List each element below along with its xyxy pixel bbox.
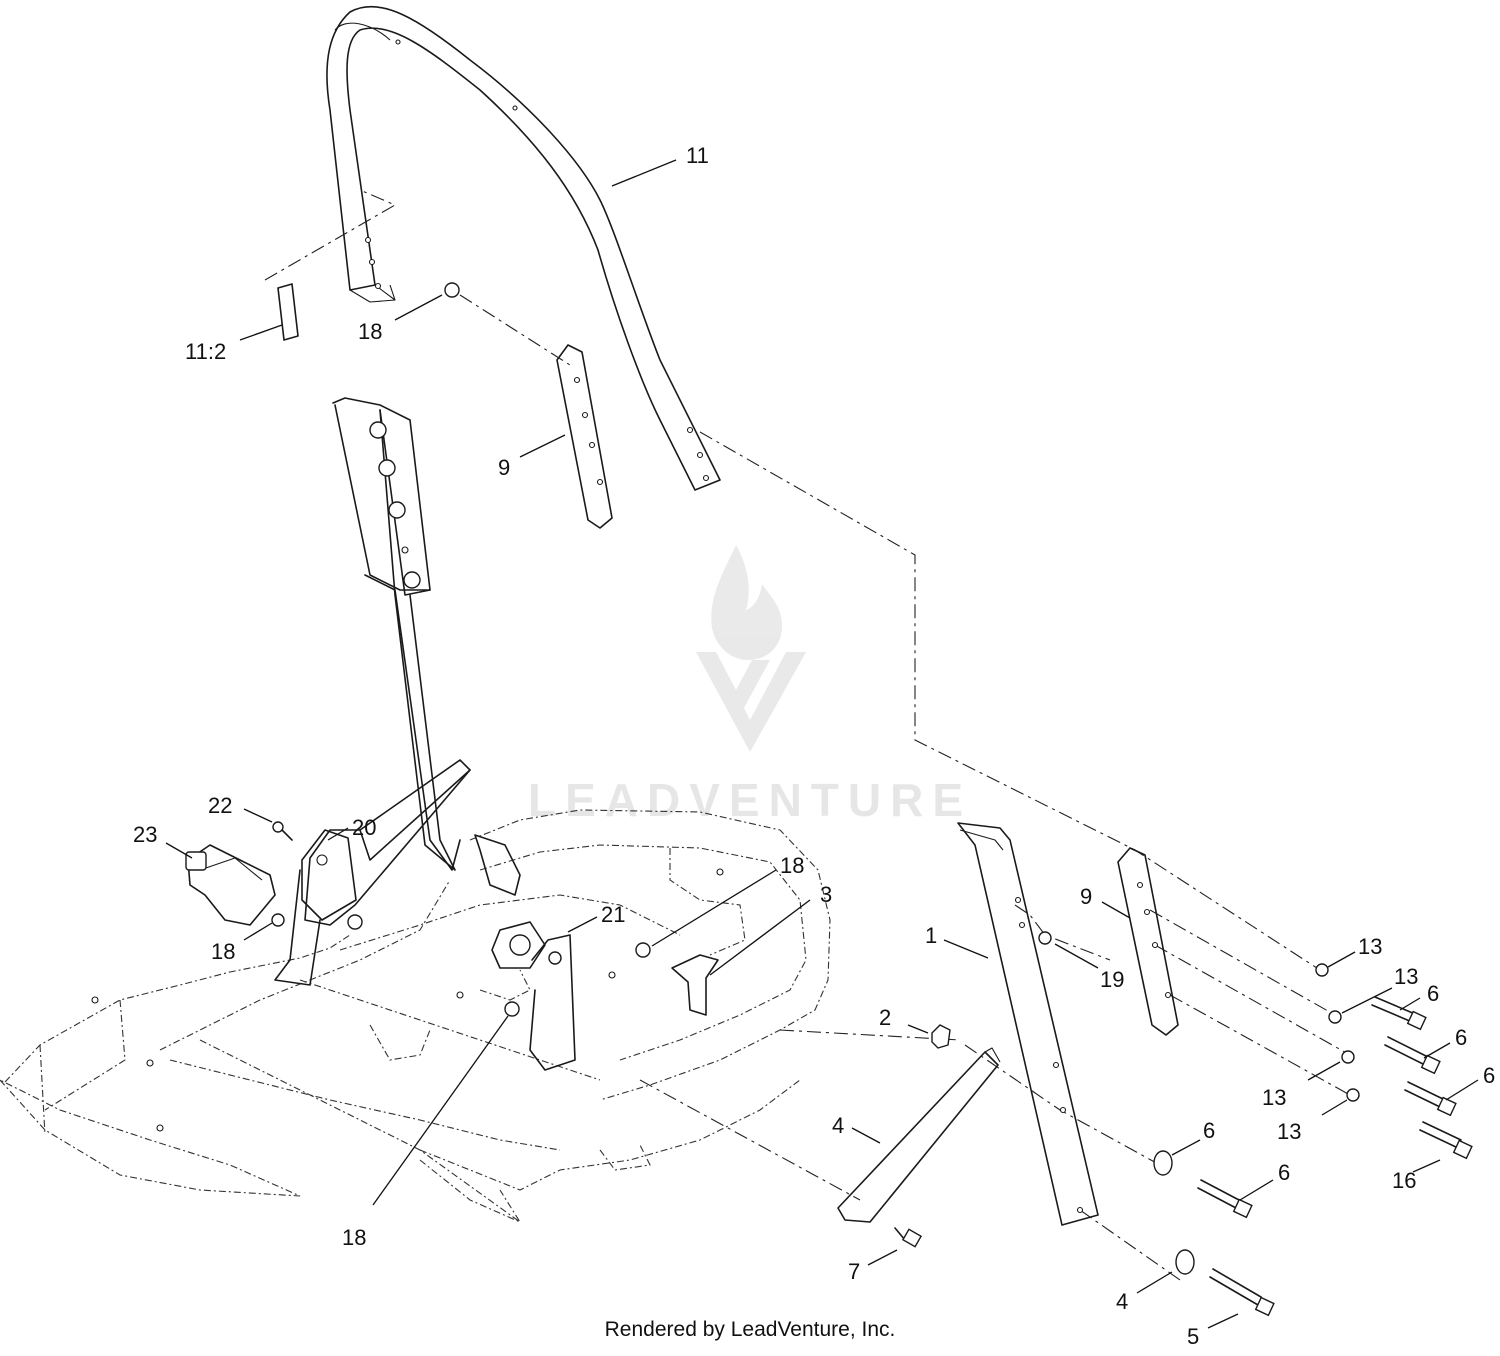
callout-7: 7 — [848, 1259, 860, 1284]
part-22-bolt — [272, 821, 293, 841]
part-18-nut-right — [635, 942, 651, 958]
part-21-retractor — [491, 921, 576, 1071]
part-13-washer-d — [1346, 1088, 1360, 1102]
callouts: 11 11:2 18 9 22 20 23 18 18 21 3 18 1 19… — [133, 143, 1495, 1349]
callout-4-b: 4 — [1116, 1289, 1128, 1314]
callout-22: 22 — [208, 793, 232, 818]
callout-4-a: 6 — [1203, 1118, 1215, 1143]
callout-18-left: 18 — [211, 939, 235, 964]
part-18-nut-top — [444, 282, 460, 298]
callout-3: 3 — [820, 882, 832, 907]
part-9-plate-upper — [556, 344, 613, 529]
callout-9-lower: 9 — [1080, 884, 1092, 909]
callout-13-a: 13 — [1358, 934, 1382, 959]
part-4-washer-a — [1153, 1150, 1173, 1176]
callout-6-b: 6 — [1455, 1025, 1467, 1050]
callout-11-2: 11:2 — [185, 339, 226, 364]
part-6-bolts — [1197, 996, 1473, 1219]
part-9-plate-lower — [1117, 847, 1179, 1036]
part-11-roll-bar — [326, 5, 721, 491]
callout-20: 20 — [352, 815, 376, 840]
callout-16: 2 — [879, 1005, 891, 1030]
part-13-washer-b — [1328, 1010, 1342, 1024]
callout-6-a: 6 — [1427, 981, 1439, 1006]
callout-6-d: 16 — [1392, 1168, 1416, 1193]
part-23-buckle — [185, 844, 276, 926]
part-2-brace — [837, 1047, 1001, 1223]
callout-18-right: 18 — [780, 853, 804, 878]
part-16-nut — [931, 1024, 951, 1049]
part-18-nut-center — [504, 1001, 520, 1017]
callout-23: 23 — [133, 822, 157, 847]
upright-bracket-assembly — [274, 397, 521, 986]
callout-21: 21 — [601, 902, 625, 927]
callout-1: 1 — [925, 923, 937, 948]
callout-19: 19 — [1100, 967, 1124, 992]
part-3-bracket — [671, 954, 719, 1016]
part-13-washer-a — [1315, 963, 1329, 977]
callout-13-c: 13 — [1262, 1085, 1286, 1110]
part-11-2-decal — [264, 189, 397, 341]
part-1-post — [957, 822, 1099, 1226]
rendered-by-footer: Rendered by LeadVenture, Inc. — [604, 1318, 896, 1341]
callout-11: 11 — [686, 143, 709, 168]
callout-18-top: 18 — [358, 319, 382, 344]
callout-9-upper: 9 — [498, 455, 510, 480]
callout-18-bottom: 18 — [342, 1225, 366, 1250]
part-20-bracket — [301, 829, 357, 921]
callout-2: 4 — [832, 1113, 844, 1138]
part-18-nut-left — [271, 913, 285, 927]
watermark-logo: LEADVENTURE — [528, 545, 972, 826]
part-19-washer — [1038, 931, 1052, 945]
watermark-text: LEADVENTURE — [528, 774, 972, 826]
callout-6-c: 6 — [1483, 1063, 1495, 1088]
callout-6-e: 6 — [1278, 1160, 1290, 1185]
part-5-bolt — [1209, 1268, 1275, 1317]
part-4-washer-b — [1175, 1249, 1195, 1275]
part-7-bolt — [894, 1227, 923, 1248]
mower-frame — [0, 809, 831, 1224]
callout-13-d: 13 — [1277, 1119, 1301, 1144]
callout-13-b: 13 — [1394, 964, 1418, 989]
part-13-washer-c — [1341, 1050, 1355, 1064]
callout-5: 5 — [1187, 1324, 1199, 1349]
